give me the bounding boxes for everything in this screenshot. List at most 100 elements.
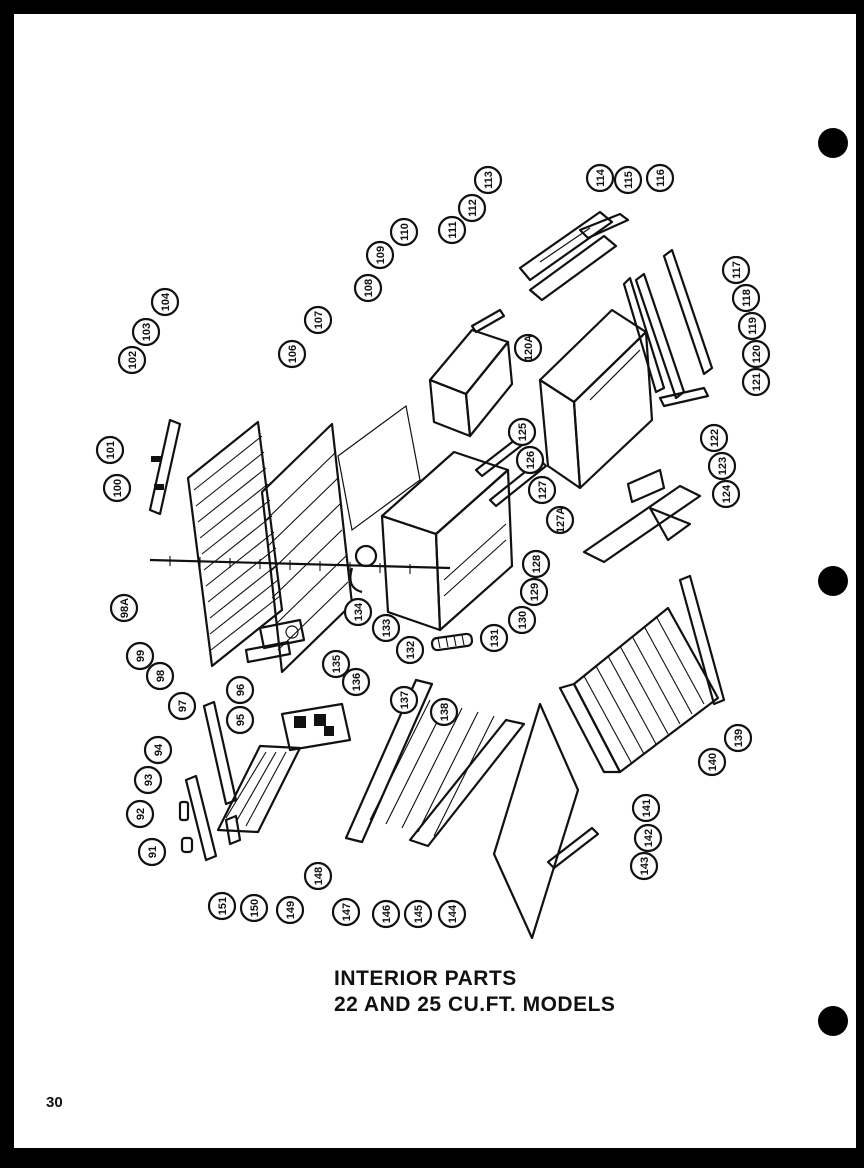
callout-number: 101 (105, 441, 117, 459)
callout-circle (131, 317, 161, 347)
callout-96: 96 (225, 675, 255, 705)
callout-circle (167, 691, 197, 721)
callout-104: 104 (150, 287, 180, 317)
callout-number: 107 (313, 311, 325, 329)
ice-drawer (428, 308, 514, 438)
callout-circle (117, 345, 147, 375)
callout-95: 95 (225, 705, 255, 735)
callout-circle (429, 697, 459, 727)
callout-151: 151 (207, 891, 237, 921)
callout-135: 135 (321, 649, 351, 679)
drawer-cover-deflector (582, 468, 702, 564)
callout-circle (341, 667, 371, 697)
callout-circle (321, 649, 351, 679)
callout-number: 127A (555, 507, 567, 533)
callout-circle (513, 333, 543, 363)
callout-91: 91 (137, 837, 167, 867)
callout-number: 147 (341, 903, 353, 921)
callout-number: 150 (249, 899, 261, 917)
callout-number: 127 (537, 481, 549, 499)
callout-119: 119 (737, 311, 767, 341)
callout-circle (697, 747, 727, 777)
callout-circle (521, 549, 551, 579)
callout-number: 91 (147, 846, 159, 858)
callout-125: 125 (507, 417, 537, 447)
callout-148: 148 (303, 861, 333, 891)
callout-144: 144 (437, 899, 467, 929)
callout-143: 143 (629, 851, 659, 881)
callout-number: 97 (177, 700, 189, 712)
callout-circle (389, 685, 419, 715)
callout-number: 113 (483, 171, 495, 189)
callout-circle (365, 240, 395, 270)
callout-circle (711, 479, 741, 509)
callout-number: 124 (721, 484, 733, 503)
callout-number: 100 (112, 479, 124, 497)
page-number: 30 (46, 1094, 63, 1111)
callout-circle (371, 899, 401, 929)
callout-147: 147 (331, 897, 361, 927)
shelf-support-rail (148, 418, 182, 516)
callout-118: 118 (731, 283, 761, 313)
callout-circle (699, 423, 729, 453)
callout-circle (507, 417, 537, 447)
callout-number: 130 (517, 611, 529, 629)
callout-circle (145, 661, 175, 691)
callout-number: 151 (217, 897, 229, 915)
callout-circle (741, 339, 771, 369)
callout-circle (519, 577, 549, 607)
callout-120a: 120A (513, 333, 543, 363)
callout-number: 131 (489, 629, 501, 647)
callout-circle (109, 593, 139, 623)
callout-number: 143 (639, 857, 651, 875)
callout-number: 93 (143, 774, 155, 786)
callout-number: 94 (153, 743, 165, 756)
callout-number: 112 (467, 199, 479, 217)
spring-clip (430, 632, 474, 652)
callout-140: 140 (697, 747, 727, 777)
callout-93: 93 (133, 765, 163, 795)
callout-149: 149 (275, 895, 305, 925)
callout-number: 122 (709, 429, 721, 447)
callout-150: 150 (239, 893, 269, 923)
callout-number: 98 (155, 670, 167, 682)
callout-circle (395, 635, 425, 665)
callout-circle (457, 193, 487, 223)
callout-102: 102 (117, 345, 147, 375)
callout-number: 138 (439, 703, 451, 721)
callout-circle (585, 163, 615, 193)
callout-number: 115 (623, 171, 635, 189)
callout-number: 111 (447, 221, 459, 238)
callout-number: 132 (405, 641, 417, 659)
callout-circle (95, 435, 125, 465)
callout-number: 125 (517, 423, 529, 441)
callout-107: 107 (303, 305, 333, 335)
callout-97: 97 (167, 691, 197, 721)
binder-hole (818, 566, 848, 596)
callout-number: 120A (523, 335, 535, 361)
callout-number: 106 (287, 345, 299, 363)
callout-circle (741, 367, 771, 397)
callout-number: 109 (375, 246, 387, 264)
callout-circle (137, 837, 167, 867)
callout-circle (225, 705, 255, 735)
callout-92: 92 (125, 799, 155, 829)
callout-circle (125, 799, 155, 829)
callout-number: 103 (141, 323, 153, 341)
ladder-rail (149, 556, 451, 574)
callout-128: 128 (521, 549, 551, 579)
callout-146: 146 (371, 899, 401, 929)
callout-circle (721, 255, 751, 285)
callout-number: 144 (447, 904, 459, 923)
callout-circle (207, 891, 237, 921)
callout-number: 92 (135, 808, 147, 820)
callout-circle (303, 861, 333, 891)
callout-circle (645, 163, 675, 193)
callout-circle (707, 451, 737, 481)
callout-number: 145 (413, 905, 425, 923)
callout-number: 120 (751, 345, 763, 363)
wire-shelf-lower (344, 678, 526, 848)
callout-circle (343, 597, 373, 627)
